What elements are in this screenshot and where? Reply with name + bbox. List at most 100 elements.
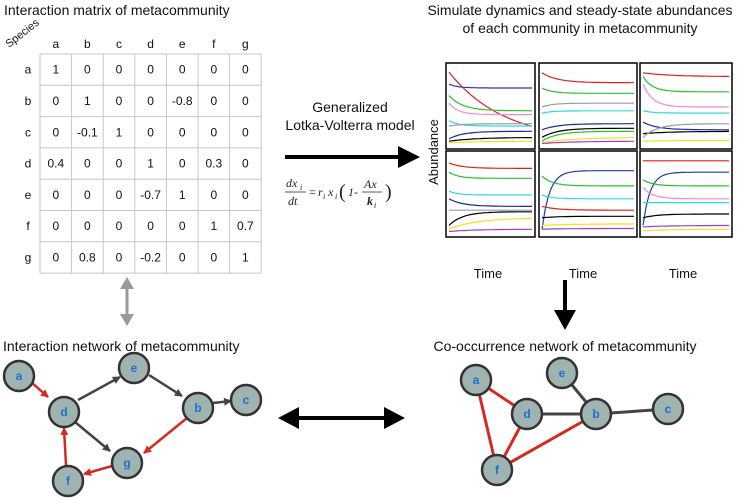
down-arrow: [554, 280, 576, 330]
model-label-line2: Lotka-Volterra model: [285, 117, 414, 133]
edge-d-e: [77, 375, 121, 402]
matrix-col-header: e: [179, 37, 186, 51]
time-label-3: Time: [669, 266, 697, 281]
eq-frac-denominator: k: [367, 194, 373, 208]
eq-lhs-denominator: dt: [288, 194, 298, 208]
simulation-curve: [541, 137, 634, 144]
simulation-curve: [541, 175, 634, 187]
edge-a-d: [30, 381, 49, 398]
simulation-panel: [639, 62, 733, 150]
matrix-grid: [39, 53, 262, 274]
cooccurrence-network-title: Co-occurrence network of metacommunity: [434, 338, 697, 354]
matrix-cell: 1: [52, 63, 59, 77]
matrix-cell: 0: [52, 219, 59, 233]
svg-text:e: e: [559, 366, 566, 380]
matrix-cell: 0: [179, 219, 186, 233]
simulation-curve: [541, 130, 634, 142]
matrix-cell: 0: [242, 125, 249, 139]
simulation-curve: [642, 224, 729, 228]
matrix-cell: 0: [116, 250, 123, 264]
matrix-row-header: b: [25, 94, 32, 108]
network-node-d: d: [47, 395, 81, 429]
edge-b-c: [212, 397, 232, 406]
network-node-f: f: [480, 453, 514, 487]
matrix-cell: 1: [242, 250, 249, 264]
simulation-curve: [448, 83, 532, 89]
matrix-cell: 0.7: [237, 219, 254, 233]
network-node-a: a: [459, 363, 493, 397]
svg-text:): ): [385, 181, 392, 203]
matrix-row-header: a: [25, 63, 32, 77]
network-node-b: b: [579, 397, 613, 431]
eq-frac-numerator: Ax: [363, 177, 377, 191]
interaction-network-title: Interaction network of metacommunity: [3, 338, 240, 354]
double-arrow-vertical-gray: [120, 277, 134, 326]
matrix-cell: 1: [210, 219, 217, 233]
time-label-1: Time: [474, 266, 502, 281]
simulation-title-line1: Simulate dynamics and steady-state abund…: [427, 2, 732, 18]
edge-f-d: [60, 427, 69, 466]
matrix-cell: 0.4: [47, 157, 64, 171]
svg-text:c: c: [665, 402, 672, 416]
simulation-curve: [642, 72, 729, 77]
matrix-cell: 0: [179, 125, 186, 139]
simulation-curve: [448, 217, 532, 230]
network-node-f: f: [51, 464, 85, 498]
matrix-cell: 0: [242, 63, 249, 77]
simulation-curve: [448, 123, 532, 127]
edge-d-g: [74, 421, 111, 452]
eq-x-sub: i: [335, 192, 337, 201]
matrix-cell: 0: [84, 188, 91, 202]
simulation-panel: [445, 62, 536, 150]
matrix-cell: 0: [116, 157, 123, 171]
svg-text:a: a: [16, 369, 23, 383]
matrix-cell: 0: [242, 188, 249, 202]
simulation-title-line2: of each community in metacommunity: [463, 20, 698, 36]
matrix-cell: 1: [116, 125, 123, 139]
matrix-cell: 0: [116, 188, 123, 202]
edge-e-b: [148, 373, 183, 398]
simulation-curve: [642, 76, 729, 93]
matrix-cell: 0: [116, 94, 123, 108]
network-node-a: a: [2, 359, 36, 393]
network-node-e: e: [545, 356, 579, 390]
simulation-curve: [642, 171, 729, 226]
matrix-cell: 0: [84, 63, 91, 77]
simulation-curve: [448, 190, 532, 196]
simulation-curve: [541, 123, 634, 131]
simulation-curve: [642, 186, 729, 200]
matrix-row-header: e: [25, 188, 32, 202]
matrix-cell: 0: [147, 94, 154, 108]
simulation-curve: [541, 110, 634, 114]
simulation-curve: [642, 83, 729, 108]
network-node-c: c: [229, 383, 263, 417]
matrix-cell: 0: [179, 63, 186, 77]
network-node-c: c: [651, 392, 685, 426]
species-label: Species: [3, 17, 42, 51]
matrix-cell: -0.8: [172, 94, 193, 108]
matrix-col-header: d: [147, 37, 154, 51]
svg-text:f: f: [66, 474, 71, 488]
model-label-line1: Generalized: [312, 99, 388, 115]
matrix-col-header: c: [116, 37, 122, 51]
simulation-curve: [642, 139, 729, 142]
simulation-curve: [448, 130, 532, 140]
simulation-curve: [642, 121, 729, 131]
eq-r-sub: i: [323, 192, 325, 201]
edge-b-g: [143, 417, 188, 454]
right-arrow: [285, 146, 420, 168]
simulation-curve: [448, 198, 532, 207]
eq-frac-sub: i: [374, 201, 376, 210]
matrix-cell: 0: [84, 157, 91, 171]
matrix-cell: 0: [147, 63, 154, 77]
matrix-cell: 0: [116, 219, 123, 233]
matrix-col-header: a: [52, 37, 59, 51]
simulation-curve: [448, 95, 532, 112]
svg-text:g: g: [123, 456, 130, 470]
simulation-curve: [642, 179, 729, 187]
simulation-panel: [538, 62, 638, 150]
matrix-cell: 0: [242, 94, 249, 108]
